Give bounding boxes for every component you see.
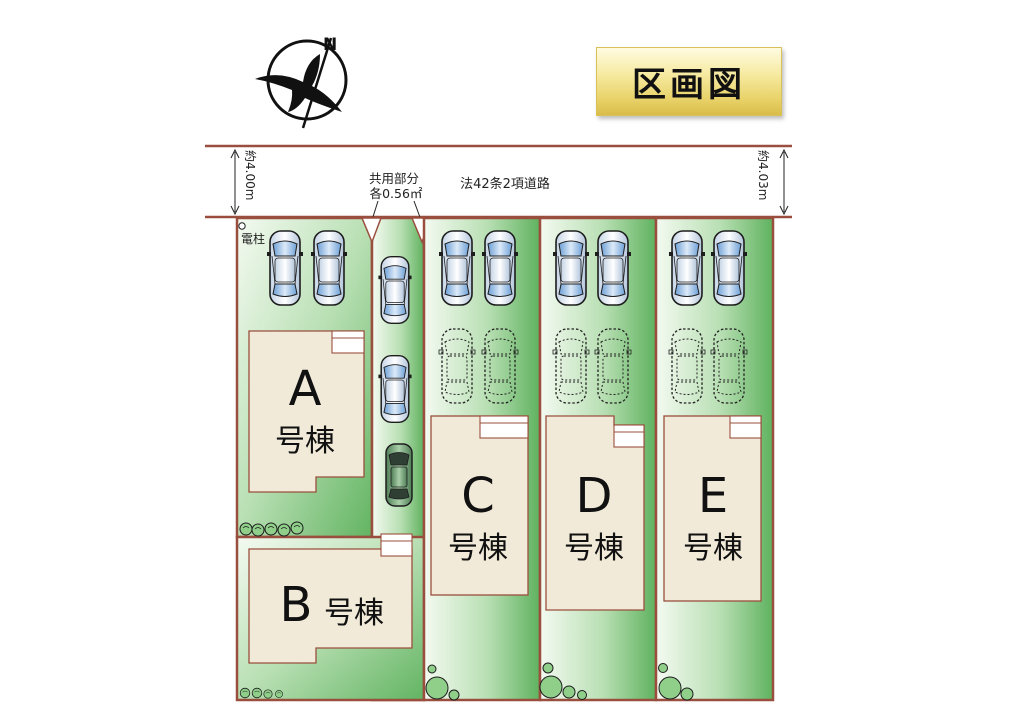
shrubs-c bbox=[425, 664, 460, 701]
page-title: 区画図 bbox=[632, 65, 746, 105]
utility-pole: 電柱 bbox=[238, 222, 265, 246]
shared-part-triangle-left bbox=[360, 217, 383, 245]
unit-e-letter: E bbox=[698, 468, 728, 524]
car-dark bbox=[385, 443, 413, 507]
shared-area-callout: 共用部分 各0.56㎡ bbox=[369, 171, 423, 221]
unit-a-letter: A bbox=[289, 361, 322, 417]
road-width-right-label: 約4.03m bbox=[756, 150, 771, 200]
road-width-right: 約4.03m bbox=[756, 148, 789, 216]
car bbox=[594, 230, 632, 306]
building-c: C 号棟 bbox=[430, 415, 529, 596]
car bbox=[710, 230, 748, 306]
building-a: A 号棟 bbox=[248, 330, 365, 493]
compass-icon: N bbox=[255, 35, 348, 129]
shrubs-e bbox=[658, 663, 694, 701]
building-d: D 号棟 bbox=[545, 415, 645, 611]
unit-b-suffix: 号棟 bbox=[324, 596, 384, 631]
car bbox=[668, 230, 706, 306]
unit-c-suffix: 号棟 bbox=[448, 531, 508, 566]
road-width-left-label: 約4.00m bbox=[243, 150, 258, 200]
unit-a-suffix: 号棟 bbox=[275, 424, 335, 459]
unit-d-suffix: 号棟 bbox=[564, 531, 624, 566]
car bbox=[266, 230, 304, 306]
car bbox=[310, 230, 348, 306]
shrubs-d bbox=[539, 662, 587, 700]
car bbox=[552, 230, 590, 306]
car bbox=[377, 255, 413, 325]
car bbox=[377, 354, 413, 424]
building-b: B 号棟 bbox=[248, 533, 413, 664]
unit-e-suffix: 号棟 bbox=[683, 531, 743, 566]
building-e: E 号棟 bbox=[663, 415, 762, 602]
road: 法42条2項道路 bbox=[205, 144, 792, 219]
shared-area-line2: 各0.56㎡ bbox=[370, 186, 423, 201]
car bbox=[481, 230, 519, 306]
unit-b-letter: B bbox=[280, 577, 313, 633]
unit-d-letter: D bbox=[576, 468, 613, 524]
compass-north-label: N bbox=[323, 35, 337, 55]
road-width-left: 約4.00m bbox=[230, 148, 258, 216]
utility-pole-label: 電柱 bbox=[241, 231, 265, 246]
unit-c-letter: C bbox=[461, 468, 495, 524]
road-label: 法42条2項道路 bbox=[460, 176, 550, 192]
shared-area-line1: 共用部分 bbox=[369, 171, 419, 186]
car bbox=[438, 230, 476, 306]
title-plate: 区画図 bbox=[596, 47, 782, 116]
